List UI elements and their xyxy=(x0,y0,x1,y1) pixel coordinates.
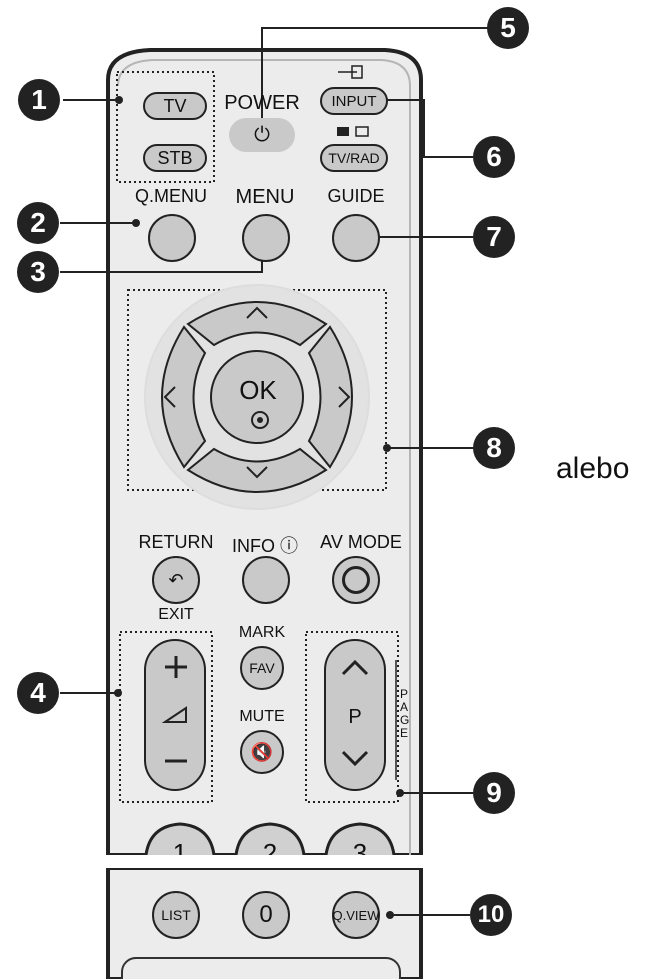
qview-button-label: Q.VIEW xyxy=(332,907,380,923)
program-down-icon xyxy=(341,750,369,767)
power-button[interactable]: ⏻ xyxy=(229,118,295,152)
mute-icon: 🔇 xyxy=(250,741,274,762)
ok-button-shape[interactable] xyxy=(210,350,304,444)
program-label: P xyxy=(348,706,362,728)
dpad-left[interactable] xyxy=(161,325,207,469)
callout-1: 1 xyxy=(18,79,60,121)
lower-panel-outline xyxy=(121,957,401,979)
guide-button[interactable] xyxy=(332,214,380,262)
dpad-up[interactable] xyxy=(186,301,328,347)
page-label: PAGE xyxy=(400,687,410,740)
qmenu-button[interactable] xyxy=(148,214,196,262)
info-label: INFO ⓘ xyxy=(232,536,298,556)
callout-3: 3 xyxy=(17,251,59,293)
return-icon: ↶ xyxy=(168,569,184,590)
leader-6 xyxy=(384,99,473,158)
alebo-text: alebo xyxy=(556,452,630,485)
digit-1-button[interactable] xyxy=(144,822,216,856)
ok-dot-icon xyxy=(257,417,263,423)
program-up-icon xyxy=(341,659,369,676)
tv-glyph-icon xyxy=(337,127,349,136)
input-button-label: INPUT xyxy=(331,92,377,110)
info-button[interactable] xyxy=(242,556,290,604)
menu-label: MENU xyxy=(235,186,295,208)
tv-button[interactable]: TV xyxy=(143,92,207,120)
zero-button[interactable]: 0 xyxy=(242,891,290,939)
return-button[interactable]: ↶ xyxy=(152,556,200,604)
dpad-down[interactable] xyxy=(186,447,328,493)
ok-dot-outer-icon xyxy=(251,411,269,429)
group-4-outline xyxy=(119,631,213,803)
menu-button[interactable] xyxy=(242,214,290,262)
callout-4: 4 xyxy=(17,672,59,714)
leader-5 xyxy=(261,27,488,130)
avmode-ring-icon xyxy=(342,566,370,594)
remote-body-inner-edge xyxy=(117,59,411,855)
list-button[interactable]: LIST xyxy=(152,891,200,939)
tvrad-button-label: TV/RAD xyxy=(328,150,380,166)
power-label: POWER xyxy=(224,92,300,114)
stb-button-label: STB xyxy=(157,147,193,168)
group-9-outline xyxy=(305,631,399,803)
callout-7: 7 xyxy=(473,216,515,258)
stb-button[interactable]: STB xyxy=(143,144,207,172)
qmenu-label: Q.MENU xyxy=(135,186,207,206)
qview-button[interactable]: Q.VIEW xyxy=(332,891,380,939)
leader-1-dot xyxy=(115,96,123,104)
leader-8-dot xyxy=(383,444,391,452)
mute-button[interactable]: 🔇 xyxy=(240,730,284,774)
volume-icon xyxy=(161,706,187,723)
callout-9: 9 xyxy=(473,772,515,814)
fav-button-label: FAV xyxy=(249,660,275,676)
up-arrow-icon xyxy=(246,306,268,319)
digit-3-button[interactable] xyxy=(324,822,396,856)
dpad-right[interactable] xyxy=(307,325,353,469)
power-icon: ⏻ xyxy=(254,123,270,146)
cut-mask xyxy=(0,855,648,868)
right-arrow-icon xyxy=(338,386,351,408)
input-box-icon xyxy=(351,65,363,79)
callout-10: 10 xyxy=(470,894,512,936)
leader-2-dot xyxy=(132,219,140,227)
callout-2: 2 xyxy=(17,202,59,244)
guide-label: GUIDE xyxy=(327,186,385,206)
leader-10-dot xyxy=(386,911,394,919)
radio-glyph-icon xyxy=(355,126,369,137)
mute-label: MUTE xyxy=(239,708,285,725)
avmode-label: AV MODE xyxy=(320,532,402,552)
avmode-button[interactable] xyxy=(332,556,380,604)
callout-6: 6 xyxy=(473,136,515,178)
group-1-outline xyxy=(116,71,215,183)
digit-2-button[interactable] xyxy=(234,822,306,856)
tvrad-button[interactable]: TV/RAD xyxy=(320,144,388,172)
tv-button-label: TV xyxy=(163,95,187,116)
exit-label: EXIT xyxy=(158,606,194,623)
leader-9-dot xyxy=(396,789,404,797)
return-label: RETURN xyxy=(138,532,214,552)
down-arrow-icon xyxy=(246,466,268,479)
left-arrow-icon xyxy=(163,386,176,408)
callout-5: 5 xyxy=(487,7,529,49)
leader-4-dot xyxy=(114,689,122,697)
zero-button-label: 0 xyxy=(259,901,273,928)
list-button-label: LIST xyxy=(161,907,191,923)
program-rocker[interactable] xyxy=(324,639,386,791)
input-button[interactable]: INPUT xyxy=(320,87,388,115)
callout-8: 8 xyxy=(473,427,515,469)
fav-button[interactable]: FAV xyxy=(240,646,284,690)
ok-label: OK xyxy=(239,375,277,405)
mark-label: MARK xyxy=(238,624,286,641)
